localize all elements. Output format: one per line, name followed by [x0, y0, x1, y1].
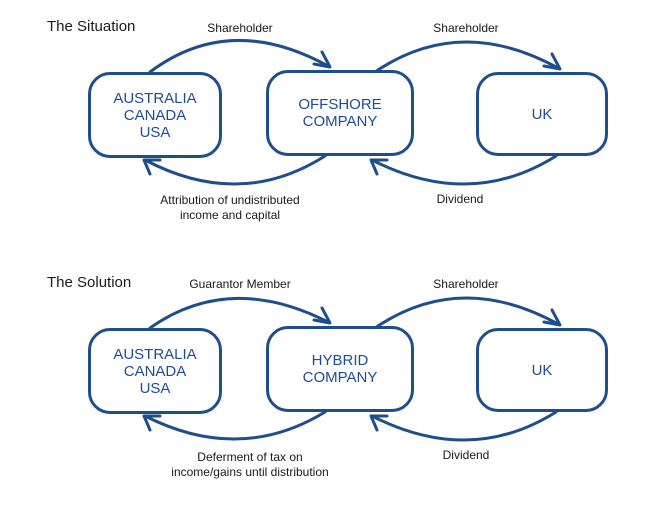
solution-left-box-line-3: USA	[139, 379, 171, 397]
situation-right-box: UK	[476, 72, 608, 156]
solution-middle-box-line-1: HYBRID	[311, 352, 369, 369]
situation-arrow-right-to-middle	[370, 154, 558, 186]
situation-diagram: AUSTRALIA CANADA USA OFFSHORE COMPANY UK…	[0, 0, 650, 230]
situation-left-box-line-2: CANADA	[123, 106, 187, 124]
situation-right-box-line-1: UK	[531, 105, 553, 123]
situation-arrow-middle-to-right	[373, 40, 560, 74]
solution-left-box-line-2: CANADA	[123, 362, 187, 380]
situation-left-box-line-1: AUSTRALIA	[113, 89, 197, 107]
solution-right-box-line-1: UK	[531, 361, 553, 379]
solution-arrows	[142, 296, 562, 442]
situation-arrowhead-middle-to-right	[542, 52, 562, 71]
situation-bottom-left-label-line-1: Attribution of undistributed	[160, 193, 300, 207]
situation-arrowhead-right-to-middle	[369, 158, 389, 176]
solution-diagram: AUSTRALIA CANADA USA HYBRID COMPANY UK G…	[0, 256, 650, 486]
situation-middle-box-line-2: COMPANY	[302, 113, 378, 130]
solution-middle-box-line-2: COMPANY	[302, 369, 378, 386]
solution-arrowhead-left-to-middle	[312, 306, 332, 325]
situation-arrowhead-middle-to-left	[142, 158, 162, 176]
solution-title: The Solution	[47, 274, 132, 291]
solution-bottom-left-label-line-1: Deferment of tax on	[197, 450, 303, 464]
solution-top-right-label: Shareholder	[433, 277, 499, 291]
situation-bottom-left-label-line-2: income and capital	[179, 208, 281, 222]
solution-bottom-left-label-line-2: income/gains until distribution	[171, 465, 329, 479]
solution-arrow-left-to-middle	[148, 296, 330, 330]
situation-top-left-label: Shareholder	[207, 21, 273, 35]
situation-left-box-line-3: USA	[139, 123, 171, 141]
situation-left-box: AUSTRALIA CANADA USA	[88, 72, 222, 158]
situation-arrowhead-left-to-middle	[312, 50, 332, 69]
solution-bottom-left-label: Deferment of tax on income/gains until d…	[150, 450, 350, 480]
solution-middle-box: HYBRID COMPANY	[266, 326, 414, 412]
situation-arrow-middle-to-left	[143, 154, 327, 186]
solution-right-box: UK	[476, 328, 608, 412]
situation-bottom-right-label: Dividend	[436, 192, 484, 206]
situation-middle-box-line-1: OFFSHORE	[298, 96, 382, 113]
solution-bottom-right-label: Dividend	[442, 448, 490, 462]
solution-left-box: AUSTRALIA CANADA USA	[88, 328, 222, 414]
situation-arrows	[142, 38, 562, 186]
situation-bottom-left-label: Attribution of undistributed income and …	[140, 193, 320, 223]
solution-arrow-middle-to-right	[373, 296, 560, 330]
solution-arrowhead-middle-to-right	[542, 308, 562, 327]
solution-arrowhead-middle-to-left	[142, 414, 162, 432]
situation-middle-box: OFFSHORE COMPANY	[266, 70, 414, 156]
situation-arrow-left-to-middle	[148, 38, 330, 74]
solution-arrowhead-right-to-middle	[369, 414, 389, 432]
solution-arrow-middle-to-left	[143, 410, 327, 441]
solution-left-box-line-1: AUSTRALIA	[113, 345, 197, 363]
solution-top-left-label: Guarantor Member	[189, 277, 291, 291]
situation-title: The Situation	[47, 18, 136, 35]
situation-top-right-label: Shareholder	[433, 21, 499, 35]
solution-arrow-right-to-middle	[370, 410, 558, 442]
